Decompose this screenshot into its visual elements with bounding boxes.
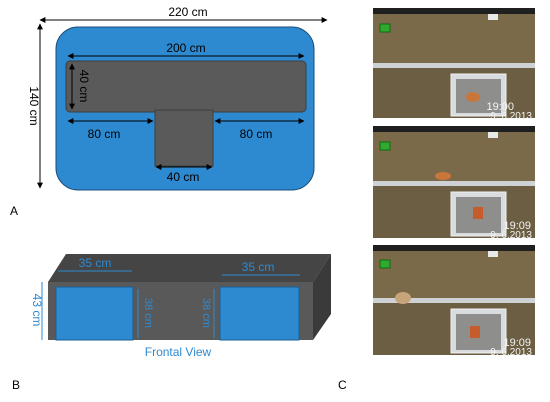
photo-frame-3: 19:09 9. 6.2013 xyxy=(373,245,535,358)
channel-length-label: 200 cm xyxy=(166,41,205,55)
compartment-left xyxy=(55,286,134,341)
frame-1-date: 9. 6.2013 xyxy=(490,111,532,122)
frame-3-time: 19:09 xyxy=(503,337,531,349)
left-width-label: 35 cm xyxy=(79,256,112,270)
corridor-top xyxy=(65,60,307,113)
photo-frame-2: 19:09 9. 6.2013 xyxy=(373,126,535,241)
total-height-label: 140 cm xyxy=(27,86,41,125)
right-width-label: 35 cm xyxy=(242,260,275,274)
box-side-face xyxy=(313,254,331,340)
compartment-right xyxy=(219,286,300,341)
right-arm-label: 80 cm xyxy=(240,127,273,141)
channel-width-label: 40 cm xyxy=(77,70,91,103)
frame-3-date: 9. 6.2013 xyxy=(490,347,532,358)
right-height-label: 38 cm xyxy=(200,298,212,328)
frame-2-time: 19:09 xyxy=(503,220,531,232)
panel-a-letter: A xyxy=(10,204,19,218)
panel-b-letter: B xyxy=(12,378,21,392)
frame-2-date: 9. 6.2013 xyxy=(490,230,532,241)
stem-width-label: 40 cm xyxy=(167,170,200,184)
left-arm-label: 80 cm xyxy=(88,127,121,141)
frame-1-time: 19:00 xyxy=(486,101,514,113)
corridor-stem xyxy=(154,109,214,167)
outer-height-label: 43 cm xyxy=(30,294,44,327)
left-height-label: 38 cm xyxy=(142,298,154,328)
photo-frame-1: 19:00 9. 6.2013 xyxy=(373,8,535,122)
frontal-view-label: Frontal View xyxy=(145,345,212,359)
panel-c-letter: C xyxy=(338,378,347,392)
total-width-label: 220 cm xyxy=(168,5,207,19)
